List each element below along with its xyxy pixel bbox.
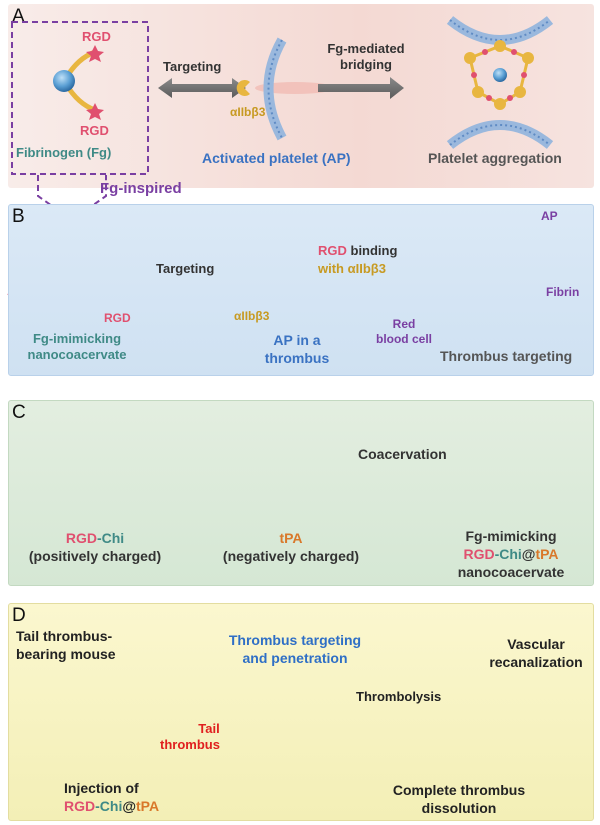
- mouse-line2: bearing mouse: [16, 646, 116, 662]
- activated-platelet-label: Activated platelet (AP): [202, 150, 351, 166]
- integrin-label-b: αIIbβ3: [234, 309, 270, 323]
- rgd-chi-rgd: RGD: [65, 530, 97, 546]
- rgd-binding-rgd: RGD: [318, 243, 347, 258]
- rgd-chi-chi: -Chi: [96, 530, 125, 546]
- panel-d: [8, 603, 594, 821]
- thrombus-targeting-label: Thrombus targeting: [440, 348, 573, 364]
- coacervation-label: Coacervation: [358, 446, 447, 462]
- rgd-binding-rest: binding: [346, 243, 398, 258]
- inj-rgd: RGD: [64, 798, 96, 814]
- red-blood-cell-line1: Red: [392, 317, 416, 331]
- targeting-double-arrow: [158, 78, 246, 98]
- tail-thrombus-line1: Tail: [198, 721, 220, 736]
- product-rgd: RGD: [463, 546, 495, 562]
- mouse-line1: Tail thrombus-: [16, 628, 113, 644]
- panel-b-letter: B: [12, 206, 25, 227]
- thrombus-targeting-line1: Thrombus targeting: [228, 632, 362, 648]
- complete-dissolution-line2: dissolution: [421, 800, 497, 816]
- fg-mediated-label: Fg-mediated: [327, 41, 405, 56]
- positively-charged-label: (positively charged): [28, 548, 162, 564]
- complete-dissolution-line1: Complete thrombus: [392, 782, 526, 798]
- bridging-label: bridging: [340, 57, 392, 72]
- panel-c: [8, 400, 594, 586]
- red-blood-cell-line2: blood cell: [375, 332, 432, 346]
- rgd-label-b: RGD: [104, 311, 131, 325]
- rgd-chi-label: RGD-Chi: [20, 530, 170, 546]
- panel-a: [8, 4, 594, 188]
- ap-thrombus-line2: thrombus: [264, 350, 330, 366]
- fg-inspired-label: Fg-inspired: [100, 180, 182, 197]
- rgd-top-label: RGD: [82, 29, 111, 44]
- vascular-line2: recanalization: [489, 654, 583, 670]
- rgd-binding-label: RGD binding: [318, 243, 398, 259]
- vascular-line1: Vascular: [507, 636, 565, 652]
- fg-mimicking-line1: Fg-imimicking: [32, 331, 122, 346]
- with-integrin-label: with αIIbβ3: [318, 261, 386, 276]
- activated-platelet-icon: [236, 37, 335, 141]
- tpa-label: tPA: [279, 530, 303, 546]
- bridging-arrow: [318, 77, 404, 99]
- targeting-label-b: Targeting: [156, 261, 215, 276]
- thrombus-targeting-line2: and penetration: [242, 650, 348, 666]
- targeting-label-a: Targeting: [163, 59, 222, 74]
- rgd-bottom-label: RGD: [80, 123, 109, 138]
- fibrinogen-molecule-icon: [53, 45, 104, 120]
- tail-thrombus-line2: thrombus: [160, 737, 220, 752]
- negatively-charged-label: (negatively charged): [222, 548, 360, 564]
- fg-mimicking-line2: nanocoacervate: [27, 347, 127, 362]
- product-chi: -Chi: [494, 546, 522, 562]
- panel-b: [8, 204, 594, 376]
- ap-pointer-label: AP: [541, 209, 558, 223]
- panel-c-letter: C: [12, 402, 26, 423]
- product-at: @: [521, 546, 536, 562]
- fibrinogen-label: Fibrinogen (Fg): [16, 145, 112, 160]
- inj-tpa: tPA: [136, 798, 160, 814]
- rgd-chi-tpa-label-c: RGD-Chi@tPA: [436, 546, 586, 562]
- fibrin-label: Fibrin: [546, 285, 580, 299]
- platelet-aggregation-icon: [446, 16, 554, 149]
- inj-chi: -Chi: [95, 798, 123, 814]
- inj-at: @: [122, 798, 136, 814]
- nanocoacervate-label-c: nanocoacervate: [457, 564, 565, 580]
- product-tpa: tPA: [535, 546, 559, 562]
- panel-d-letter: D: [12, 605, 26, 626]
- injection-label: Injection of: [64, 780, 139, 796]
- platelet-aggregation-label: Platelet aggregation: [428, 150, 562, 166]
- integrin-label-a: αIIbβ3: [230, 105, 266, 119]
- thrombolysis-label: Thrombolysis: [356, 689, 442, 704]
- ap-thrombus-line1: AP in a: [273, 332, 321, 348]
- injection-rgd-chi-tpa-label: RGD-Chi@tPA: [64, 798, 159, 814]
- fg-mimicking-label-c: Fg-mimicking: [465, 528, 557, 544]
